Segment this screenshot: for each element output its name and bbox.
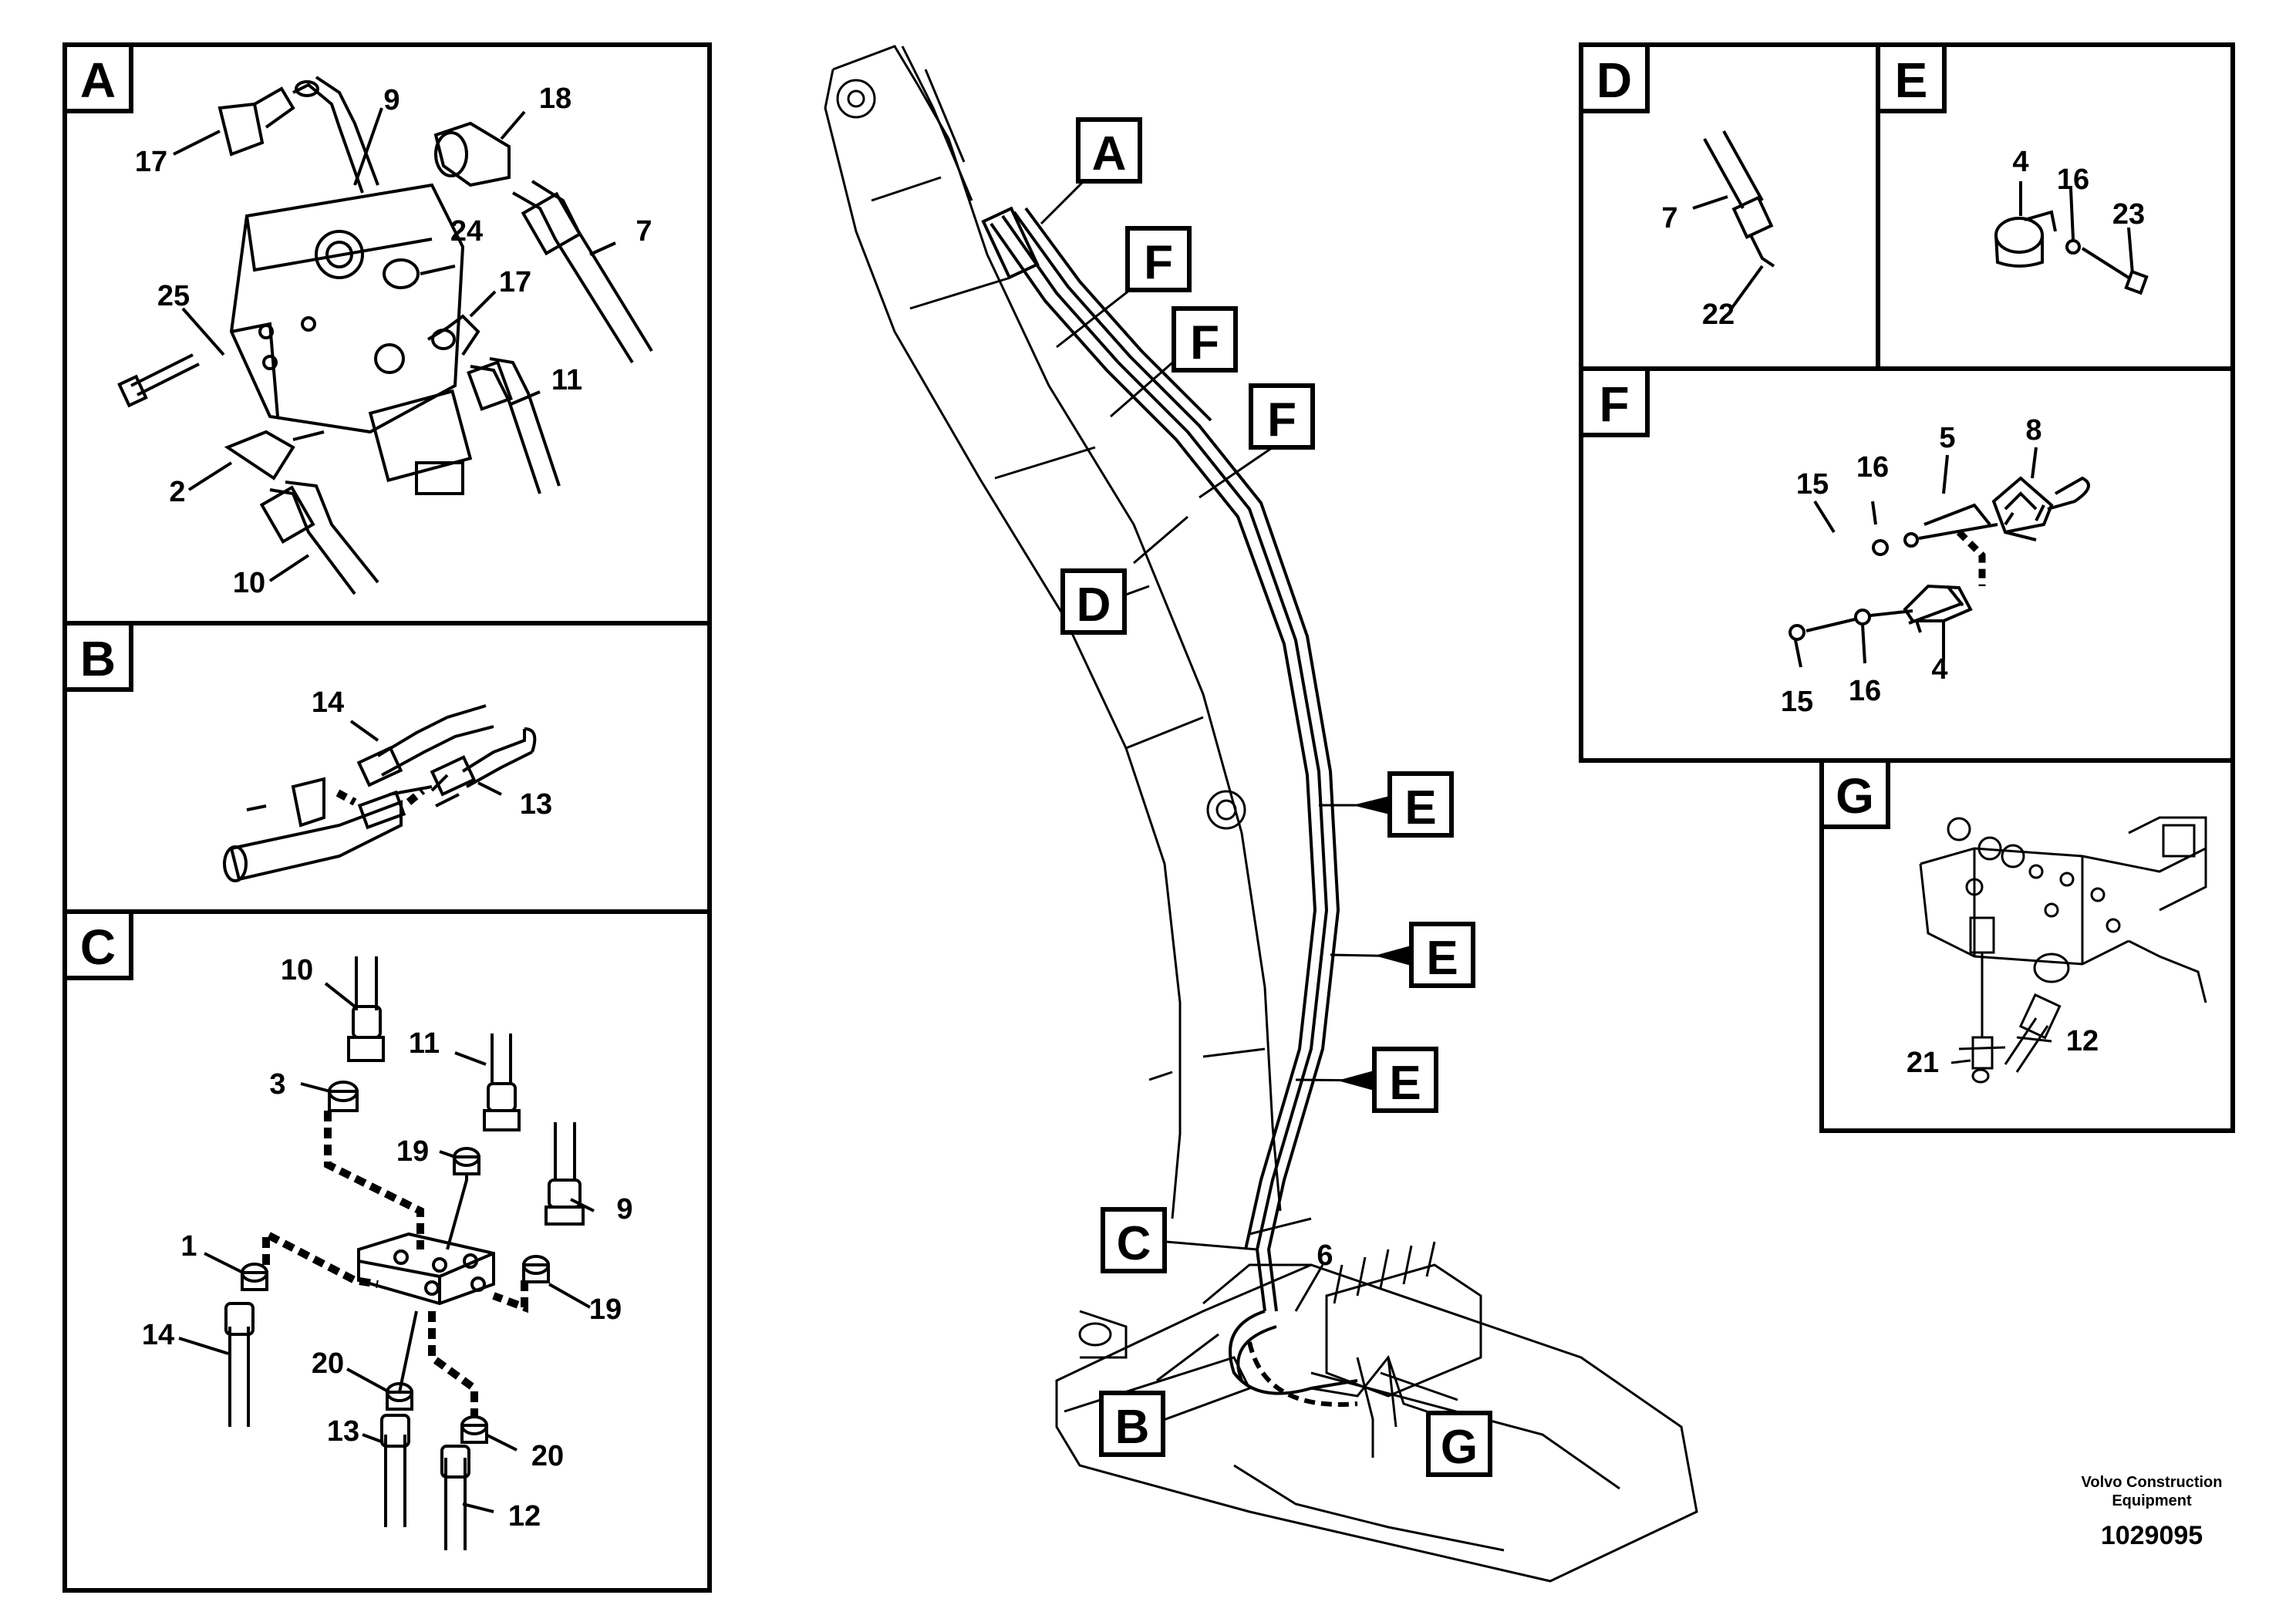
panel-f: F 15 16 <box>1579 366 2235 763</box>
callout-box-e <box>1387 771 1454 838</box>
part-label-20: 20 <box>312 1347 344 1380</box>
part-label-3: 3 <box>269 1068 285 1101</box>
panel-b: B 14 13 <box>62 621 712 914</box>
callout-label-g: G <box>1441 1421 1478 1474</box>
hose-bundle <box>981 206 1358 1407</box>
panel-d: D 7 22 <box>1579 42 1880 371</box>
part-label-13: 13 <box>327 1415 359 1448</box>
part-label-6: 6 <box>1317 1239 1333 1272</box>
part-label-17: 17 <box>499 266 531 298</box>
callout-box-f <box>1125 226 1192 292</box>
part-label-15: 15 <box>1796 468 1829 501</box>
part-label-2: 2 <box>169 476 185 508</box>
part-label-7: 7 <box>636 215 652 248</box>
part-label-9: 9 <box>616 1193 632 1226</box>
callout-box-g <box>1426 1411 1492 1477</box>
company-name-line-2: Equipment <box>2112 1492 2192 1509</box>
callout-box-e <box>1409 922 1475 988</box>
panel-g: G 21 12 <box>1819 758 2235 1133</box>
company-name: Volvo Construction Equipment <box>2021 1473 2283 1510</box>
part-label-9: 9 <box>383 84 400 116</box>
panel-e-letter: E <box>1895 52 1928 108</box>
panel-g-letter: G <box>1836 768 1874 824</box>
panel-a-part-labels: 17 9 18 24 7 25 17 11 2 10 <box>135 83 652 599</box>
callout-label-b: B <box>1115 1401 1150 1454</box>
part-label-5: 5 <box>1939 422 1955 454</box>
callout-box-f <box>1172 306 1238 373</box>
excavator-boom-drawing <box>824 45 1698 1583</box>
valve-g-drawing <box>1919 816 2207 1084</box>
part-label-1: 1 <box>180 1230 197 1263</box>
drawing-number: 1029095 <box>2100 1521 2203 1550</box>
part-label-16: 16 <box>1849 675 1881 707</box>
callout-label-f: F <box>1267 393 1296 447</box>
panel-b-letter: B <box>80 631 116 686</box>
manifold-c-drawing <box>178 956 595 1550</box>
valve-block-a-drawing <box>117 76 653 595</box>
panel-f-letter: F <box>1599 376 1629 432</box>
part-label-17: 17 <box>135 146 167 178</box>
panel-c: C <box>62 909 712 1593</box>
part-label-23: 23 <box>2112 198 2145 231</box>
part-label-15: 15 <box>1781 686 1813 718</box>
panel-a: A <box>62 42 712 626</box>
part-label-22: 22 <box>1702 298 1735 331</box>
hose-end-d-drawing <box>1692 130 1775 310</box>
callout-box-f <box>1249 383 1315 450</box>
callout-label-d: D <box>1077 578 1111 632</box>
part-label-21: 21 <box>1907 1047 1939 1079</box>
panel-c-letter: C <box>80 919 116 975</box>
panel-f-part-labels: 15 16 5 8 15 16 4 <box>1781 414 2042 718</box>
part-label-19: 19 <box>589 1293 622 1326</box>
part-label-7: 7 <box>1661 202 1677 234</box>
callout-box-e <box>1372 1047 1438 1113</box>
part-label-19: 19 <box>396 1135 429 1168</box>
part-label-18: 18 <box>539 83 571 115</box>
panel-e: E 4 16 23 <box>1876 42 2235 371</box>
part-label-8: 8 <box>2025 414 2041 447</box>
part-label-10: 10 <box>281 954 313 986</box>
callout-boxes: A F F F D E E E C B G 6 <box>1060 117 1492 1477</box>
part-label-4: 4 <box>2012 146 2028 178</box>
panel-d-letter: D <box>1596 52 1632 108</box>
callout-label-e: E <box>1404 781 1436 835</box>
fitting-b-drawing <box>223 704 537 882</box>
part-label-11: 11 <box>551 364 582 396</box>
callout-label-f: F <box>1190 316 1219 369</box>
part-label-12: 12 <box>2066 1025 2099 1057</box>
callout-label-e: E <box>1426 932 1458 985</box>
panel-c-part-labels: 10 11 3 19 9 1 19 14 20 20 13 12 <box>142 954 633 1533</box>
part-label-14: 14 <box>142 1319 174 1351</box>
callout-box-a <box>1076 117 1142 184</box>
company-name-line-1: Volvo Construction <box>2081 1474 2223 1491</box>
callout-label-a: A <box>1092 127 1127 180</box>
part-label-25: 25 <box>157 280 190 312</box>
part-label-16: 16 <box>2057 164 2089 196</box>
clip-f-drawing <box>1789 447 2090 668</box>
part-label-10: 10 <box>233 567 265 599</box>
clamp-e-drawing <box>1994 181 2149 295</box>
callout-label-c: C <box>1117 1217 1151 1270</box>
callout-box-b <box>1099 1391 1165 1457</box>
part-label-20: 20 <box>531 1440 564 1472</box>
callout-label-f: F <box>1144 236 1173 289</box>
part-label-13: 13 <box>520 788 552 821</box>
callout-label-e: E <box>1389 1057 1421 1110</box>
panel-a-letter: A <box>80 52 116 108</box>
part-label-12: 12 <box>508 1500 541 1533</box>
callout-box-c <box>1101 1207 1167 1273</box>
part-label-4: 4 <box>1931 653 1947 686</box>
part-label-11: 11 <box>409 1027 440 1060</box>
part-label-16: 16 <box>1856 451 1889 484</box>
part-label-14: 14 <box>312 686 344 719</box>
callout-box-d <box>1060 568 1127 635</box>
part-label-24: 24 <box>450 215 483 248</box>
